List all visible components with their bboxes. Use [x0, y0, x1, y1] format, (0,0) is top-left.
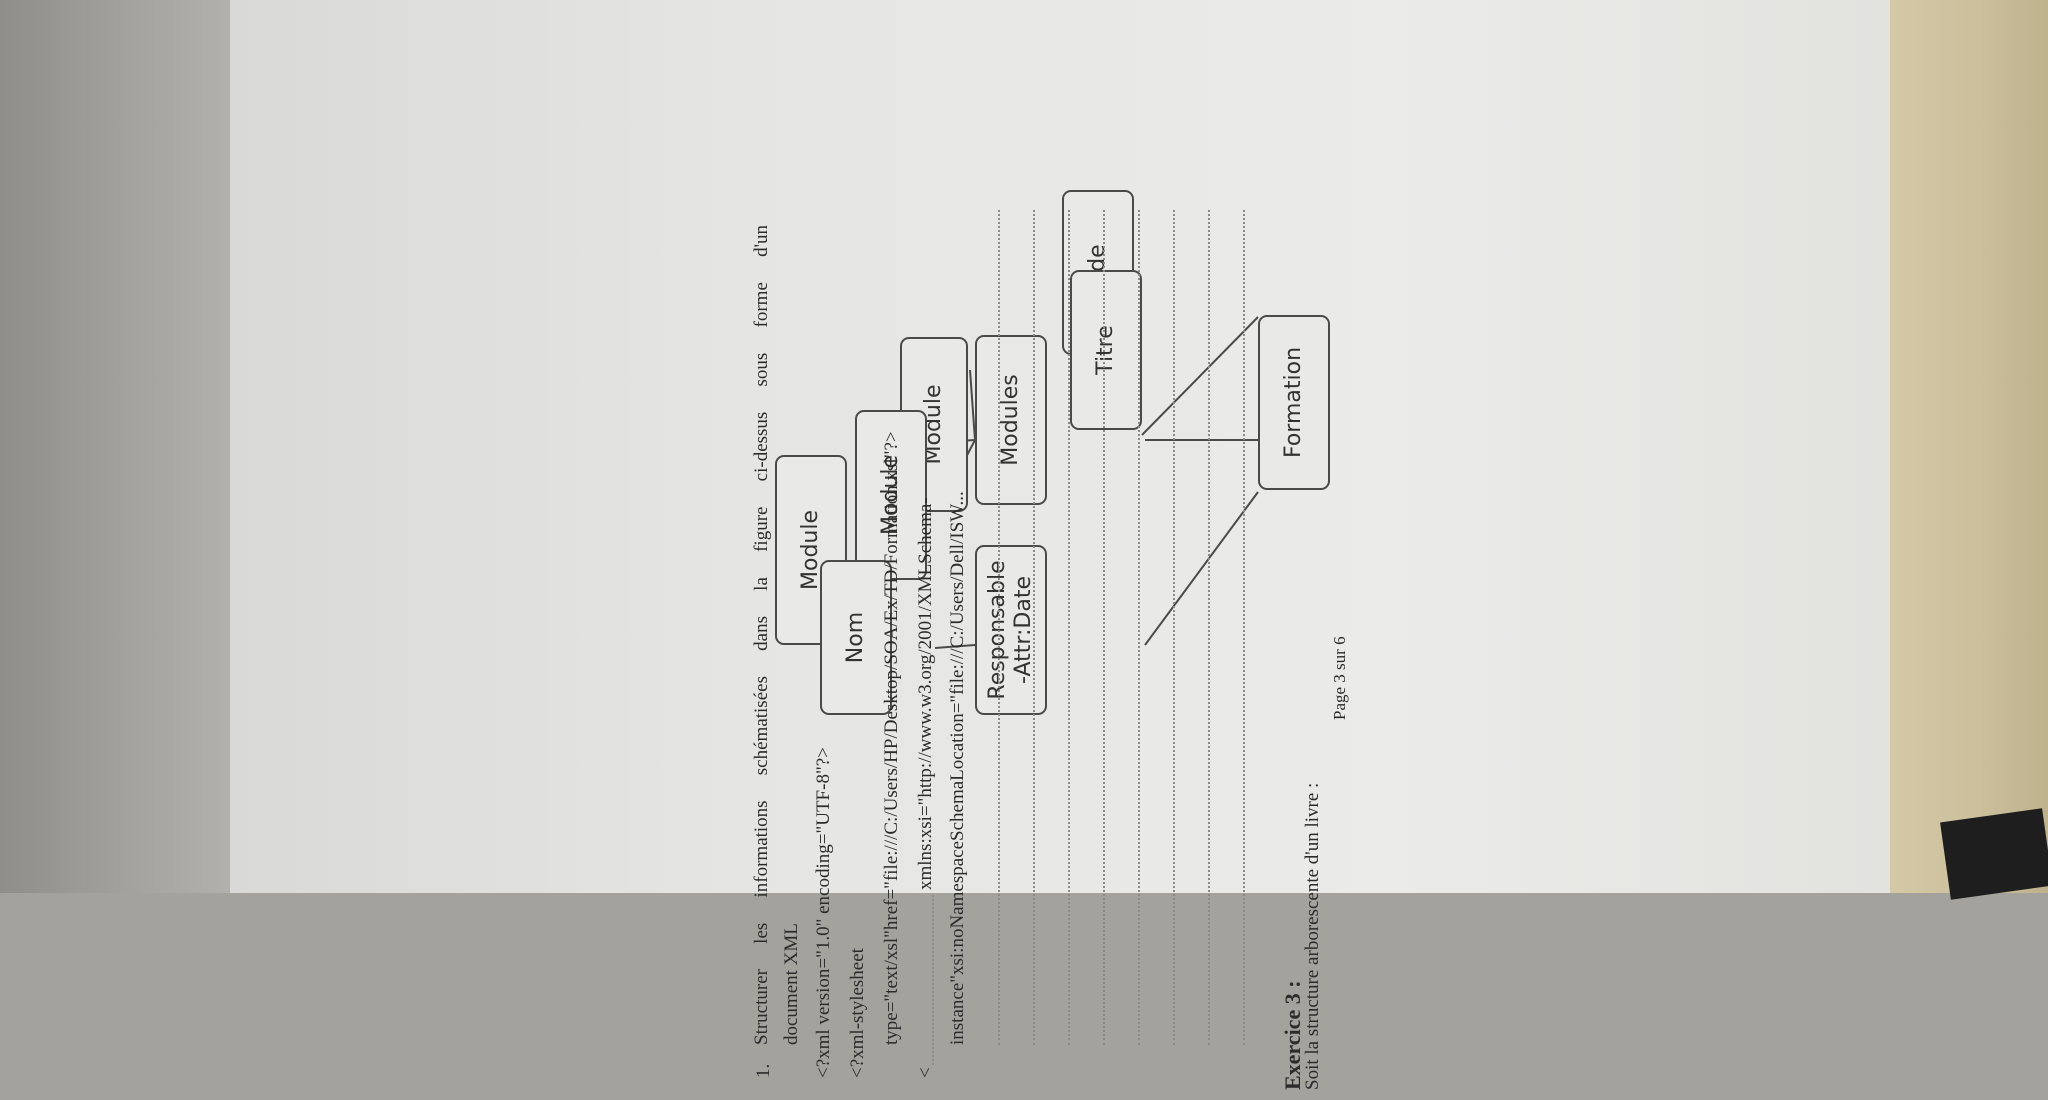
edge-formation-responsable [1144, 491, 1259, 646]
code-line-4-suffix: xmlns:xsi="http://www.w3.org/2001/XMLSch… [915, 497, 936, 890]
question-number: 1. [753, 1063, 774, 1078]
node-responsable: Responsable -Attr:Date [975, 545, 1047, 715]
paper-sheet: Exercice 3 : Soit la structure arboresce… [230, 0, 1890, 1090]
question-text-line1: Structurer les informations schématisées… [751, 225, 772, 1045]
answer-line-1 [998, 210, 1000, 1045]
answer-line-7 [1208, 210, 1210, 1045]
page-content-rotated: Exercice 3 : Soit la structure arboresce… [230, 190, 2030, 1100]
answer-line-6 [1173, 210, 1175, 1045]
node-titre: Titre [1070, 270, 1142, 430]
fill-blank-root-element [932, 895, 934, 1065]
page-footer: Page 3 sur 6 [1330, 636, 1349, 720]
question-text-line2: document XML [781, 923, 802, 1045]
answer-line-8 [1243, 210, 1245, 1045]
desk-background-left [0, 0, 260, 893]
edge-responsable-nom [934, 644, 976, 649]
node-formation: Formation [1258, 315, 1330, 490]
code-line-5: instance"xsi:noNamespaceSchemaLocation="… [947, 491, 968, 1045]
answer-line-3 [1068, 210, 1070, 1045]
desk-background-right [1880, 0, 2048, 893]
code-line-3: type="text/xsl"href="file:///C:/Users/HP… [881, 431, 902, 1045]
answer-line-4 [1103, 210, 1105, 1045]
code-line-2: <?xml-stylesheet [847, 948, 868, 1078]
edge-formation-code [1141, 316, 1259, 436]
edge-modules-module-a [969, 369, 976, 441]
answer-line-2 [1033, 210, 1035, 1045]
code-line-4-prefix: < [915, 1067, 936, 1078]
answer-line-5 [1138, 210, 1140, 1045]
code-line-1: <?xml version="1.0" encoding="UTF-8"?> [813, 747, 834, 1078]
node-modules: Modules [975, 335, 1047, 505]
